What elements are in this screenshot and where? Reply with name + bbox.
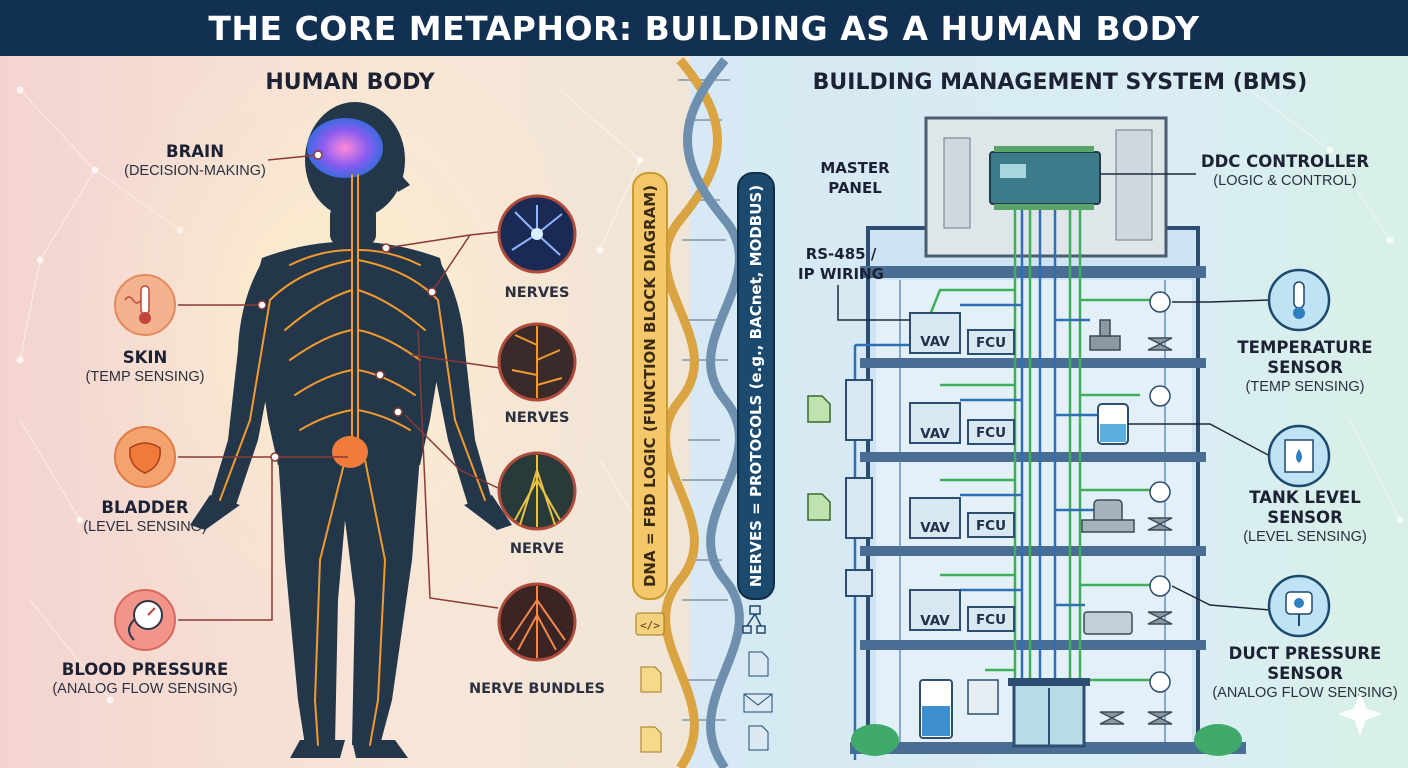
sparkle-icon — [1338, 692, 1382, 736]
